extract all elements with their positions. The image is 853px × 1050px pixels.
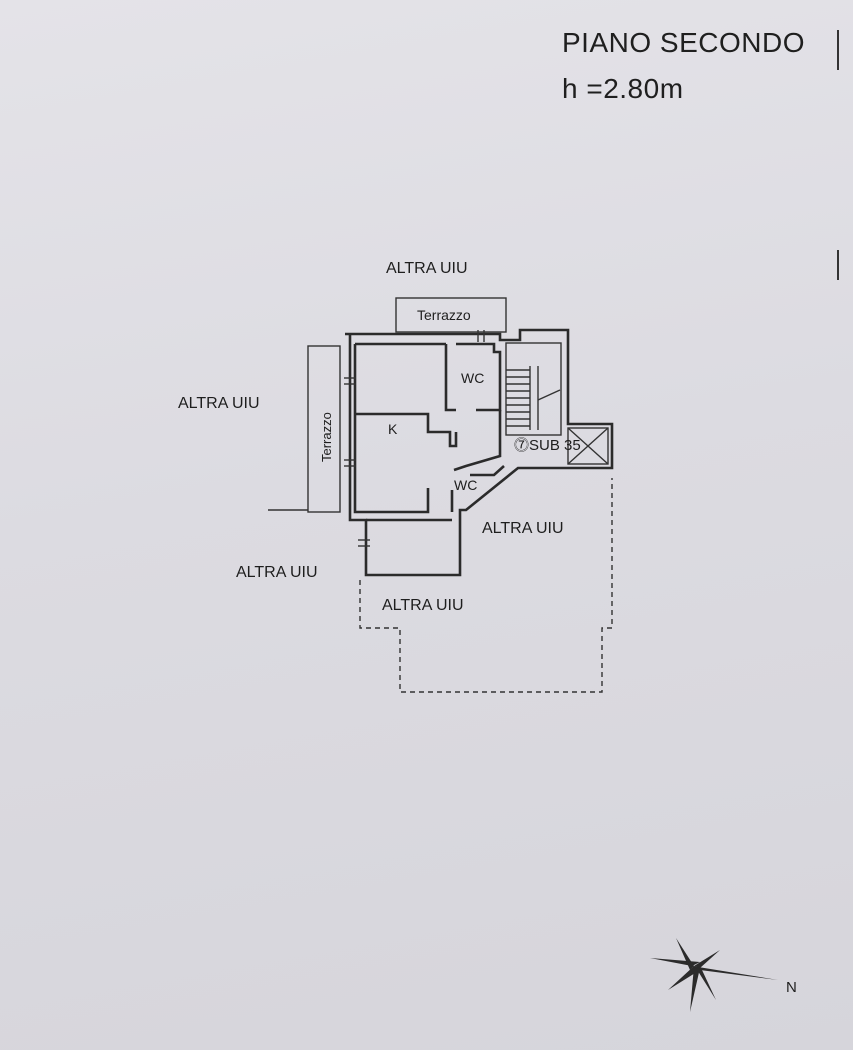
dashed-boundary	[359, 478, 613, 693]
plan-header: PIANO SECONDO h =2.80m	[562, 26, 805, 106]
label-altra-top: ALTRA UIU	[386, 260, 468, 277]
label-altra-left-lower: ALTRA UIU	[236, 564, 318, 581]
label-kitchen: K	[388, 421, 398, 437]
lift-cross	[567, 427, 609, 465]
inner-wall	[353, 344, 430, 514]
terrace-top-label: Terrazzo	[417, 307, 471, 323]
label-altra-bottom: ALTRA UIU	[382, 597, 464, 614]
window-marks	[344, 330, 485, 547]
compass-rose-icon	[650, 938, 778, 1012]
corridor-wall	[453, 410, 502, 472]
label-wc-upper: WC	[461, 370, 484, 386]
label-sub: ⓻SUB 35	[514, 437, 581, 454]
inner-wall	[444, 344, 456, 412]
floor-title: PIANO SECONDO	[562, 27, 805, 58]
unit-outer-wall	[345, 328, 614, 577]
inner-wall	[355, 412, 458, 448]
label-altra-left: ALTRA UIU	[178, 395, 260, 412]
sheet-edge-mark	[837, 250, 839, 280]
label-altra-right: ALTRA UIU	[482, 520, 564, 537]
ceiling-height: h =2.80m	[562, 73, 684, 104]
wc-lower-wall	[470, 465, 505, 477]
terrace-side-label: Terrazzo	[319, 412, 334, 462]
terrace-side-outline	[307, 345, 341, 513]
label-wc-lower: WC	[454, 477, 477, 493]
wc-upper-wall	[456, 342, 502, 412]
stairwell-outline	[505, 342, 562, 436]
lift-shaft	[567, 427, 609, 465]
north-label: N	[786, 979, 797, 996]
stair-treads	[506, 366, 561, 430]
sheet-edge-mark	[837, 30, 839, 70]
terrace-top-outline	[395, 297, 507, 333]
